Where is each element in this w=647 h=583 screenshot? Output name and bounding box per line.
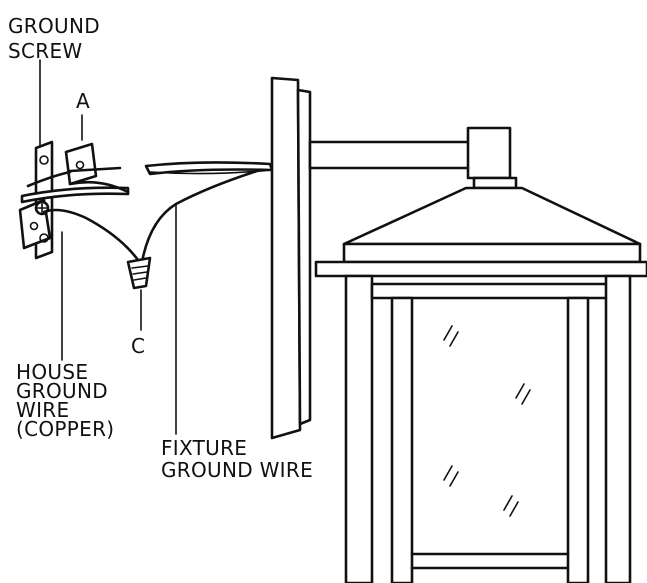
fixture-backplate — [270, 76, 312, 440]
cage-top-rail — [370, 282, 614, 300]
lantern-cage — [344, 274, 632, 583]
house-ground-wire-label-line2: GROUND — [16, 379, 108, 403]
cage-post-left — [344, 274, 374, 583]
arm-bar — [308, 140, 478, 170]
ground-screw-label-line2: SCREW — [8, 39, 82, 63]
roof-cap — [472, 176, 518, 190]
ground-screw-label-line1: GROUND — [8, 14, 100, 38]
bracket-hole — [39, 155, 49, 165]
cage-bottom-rail — [410, 552, 570, 570]
fixture-ground-wire — [140, 164, 276, 264]
strap-bar — [20, 186, 130, 204]
bracket-hole — [39, 233, 49, 243]
fixture-ground-wire-label-line1: FIXTURE — [161, 436, 247, 460]
roof-eave — [314, 260, 647, 278]
house-ground-wire-label-line4: (COPPER) — [16, 417, 114, 441]
glass-reflection — [515, 383, 531, 405]
house-ground-wire-label-line3: WIRE — [16, 398, 69, 422]
bracket-upper-tab — [64, 142, 98, 186]
lantern-roof — [314, 176, 647, 278]
glass-reflection — [443, 465, 459, 487]
fixture-ground-wire-label-line2: GROUND WIRE — [161, 458, 313, 482]
label-c: C — [131, 334, 145, 358]
house-ground-wire — [42, 208, 140, 262]
arm-collar — [466, 126, 512, 180]
label-a: A — [76, 89, 90, 113]
fixture-arm — [308, 126, 512, 180]
mounting-screw-a — [68, 166, 122, 173]
mounting-screw-shaft — [26, 170, 72, 188]
bracket-hole — [75, 160, 85, 170]
cage-post-right — [604, 274, 632, 583]
cage-mullion-right — [566, 296, 590, 583]
glass-reflection — [443, 325, 459, 347]
backplate-side — [296, 88, 312, 426]
house-ground-wire-label-line1: HOUSE — [16, 360, 88, 384]
roof-band — [342, 242, 642, 264]
house-supply-cable — [68, 180, 130, 194]
cage-mullion-left — [390, 296, 414, 583]
wire-nut — [126, 256, 152, 290]
glass-panel — [443, 325, 531, 517]
roof-top — [342, 186, 642, 246]
backplate-front — [270, 76, 302, 440]
glass-reflection — [503, 495, 519, 517]
bracket-hole — [29, 221, 39, 231]
mounting-strap — [18, 140, 130, 260]
